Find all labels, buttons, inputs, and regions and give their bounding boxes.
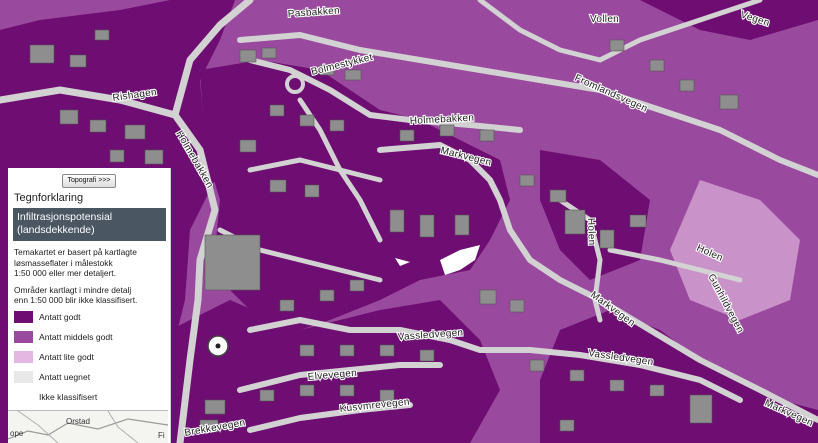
legend-item-label: Antatt godt xyxy=(39,311,81,322)
legend-swatch xyxy=(14,330,33,343)
legend-swatch xyxy=(14,310,33,323)
street-label: Pasbakken xyxy=(287,5,340,20)
legend-item-label: Ikke klassifisert xyxy=(39,391,98,402)
zone-godt-north-east xyxy=(560,0,818,40)
legend-item: Antatt lite godt xyxy=(14,348,164,366)
legend-item: Antatt godt xyxy=(14,308,164,326)
legend-description: Temakartet er basert på kartlagte løsmas… xyxy=(14,247,137,278)
zone-ikke-klassifisert-1 xyxy=(440,245,480,275)
legend-item-label: Antatt middels godt xyxy=(39,331,113,342)
street-label: Holen xyxy=(585,218,597,246)
legend-item-label: Antatt lite godt xyxy=(39,351,94,362)
street-label: Vollen xyxy=(590,14,619,25)
legend-item: Antatt middels godt xyxy=(14,328,164,346)
legend-panel: Topografi >>> Tegnforklaring Infiltrasjo… xyxy=(8,168,171,443)
street-label: Elvevegen xyxy=(307,368,357,383)
layer-title: Infiltrasjonspotensial (landsdekkende) xyxy=(13,208,166,241)
minimap-place-label: Orstad xyxy=(66,417,91,426)
buildings xyxy=(29,29,739,433)
overview-minimap[interactable]: Orstad ope Fi xyxy=(8,410,168,443)
legend-title: Tegnforklaring xyxy=(14,192,84,204)
zone-godt-mid-east xyxy=(540,150,650,280)
legend-swatch xyxy=(14,390,33,403)
minimap-place-label: ope xyxy=(10,429,24,438)
legend-item: Ikke klassifisert xyxy=(14,388,164,406)
legend-swatch xyxy=(14,370,33,383)
zone-lite-godt xyxy=(670,180,800,320)
legend-swatch xyxy=(14,350,33,363)
minimap-place-label: Fi xyxy=(158,431,165,440)
zone-ikke-klassifisert-2 xyxy=(395,258,410,266)
street-label: Holmebakken xyxy=(410,113,475,127)
legend-item: Antatt uegnet xyxy=(14,368,164,386)
legend-item-label: Antatt uegnet xyxy=(39,371,91,382)
topography-toggle-button[interactable]: Topografi >>> xyxy=(62,174,116,188)
minimap-canvas xyxy=(8,411,168,443)
legend-note: Områder kartlagt i mindre detalj enn 1:5… xyxy=(14,284,138,306)
